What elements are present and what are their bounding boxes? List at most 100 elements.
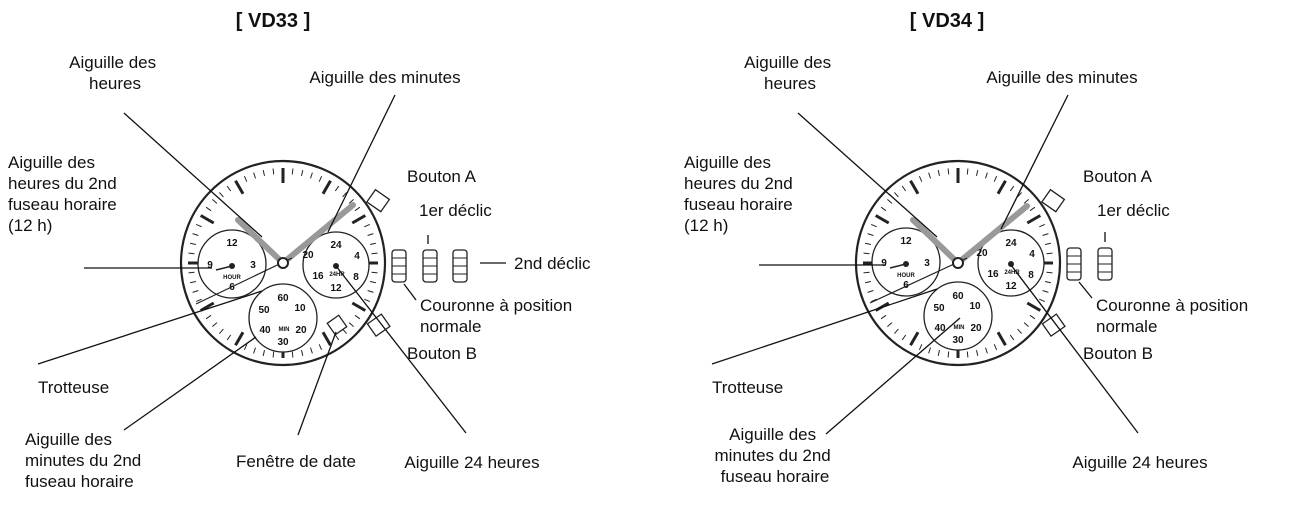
minute-tick [887, 322, 893, 327]
vd33-leader-date [297, 331, 337, 436]
minute-tick [226, 334, 232, 341]
minute-tick [867, 290, 874, 293]
vd34-subdial-24h-4: 4 [1029, 249, 1035, 260]
minute-tick [976, 349, 979, 357]
vd33-subdial-min-30: 30 [277, 337, 289, 348]
minute-tick [219, 328, 224, 334]
vd34-minute-hand [955, 203, 1030, 266]
vd33-title: [ VD33 ] [236, 10, 310, 32]
vd34-subdial-min-10: 10 [969, 301, 981, 312]
vd34-watch: 12 9 3 6 HOUR 24 4 16 8 12 24HR 60 10 50… [854, 159, 1113, 367]
vd33-subdial-24h-label: 24HR [329, 272, 345, 278]
minute-tick [863, 271, 870, 274]
minute-tick [348, 199, 354, 204]
minute-tick [1046, 271, 1053, 274]
vd33-subdial-hour-label: HOUR [223, 275, 241, 281]
vd33-24h-hand-label: Aiguille 24 heures [404, 453, 539, 472]
vd33-minute-ticks [188, 168, 378, 358]
vd33-subdial-min-20: 20 [295, 325, 307, 336]
hour-tick [909, 331, 920, 347]
vd33-date-window [326, 314, 348, 336]
minute-tick [334, 334, 340, 341]
minute-tick [310, 347, 313, 354]
minute-tick [871, 298, 877, 303]
minute-tick [354, 206, 361, 212]
vd33-subdial-hour-6: 6 [229, 282, 235, 293]
vd34-minute-hand-label: Aiguille des minutes [986, 68, 1137, 87]
vd33-watch: 12 9 3 6 HOUR 24 4 16 8 12 24HR 60 10 50… [179, 159, 468, 367]
minute-tick [318, 344, 323, 350]
minute-tick [291, 168, 294, 175]
minute-tick [253, 172, 256, 179]
vd33-second-hand [195, 257, 293, 305]
vd34-crown-normal-label: Couronne à position normale [1096, 296, 1253, 336]
hour-tick [199, 214, 215, 225]
vd33-gmt-hour-hand-label: Aiguille des heures du 2nd fuseau horair… [8, 153, 121, 235]
minute-tick [918, 344, 923, 350]
vd33-gmt-minute-hand-label: Aiguille des minutes du 2nd fuseau horai… [25, 430, 146, 491]
minute-tick [867, 233, 874, 236]
hour-tick [996, 179, 1007, 195]
minute-tick [947, 168, 950, 175]
hour-tick [909, 179, 920, 195]
minute-tick [966, 168, 969, 175]
minute-tick [1044, 242, 1052, 245]
minute-tick [864, 281, 872, 284]
vd33-leader-hour [123, 112, 263, 238]
minute-tick [1039, 298, 1046, 303]
vd34-minute-ticks [863, 168, 1053, 358]
vd34-subdial-hour-3: 3 [924, 258, 930, 269]
vd33-dial-20: 20 [302, 250, 314, 261]
minute-tick [985, 172, 988, 179]
vd34-subdial-24h-pivot [1008, 261, 1014, 267]
minute-tick [188, 271, 195, 274]
vd33-subdial-min-60: 60 [277, 293, 289, 304]
vd34-hour-hand-label: Aiguille des heures [744, 53, 836, 93]
vd34-gmt-hour-hand-label: Aiguille des heures du 2nd fuseau horair… [684, 153, 797, 235]
vd33-leader-second-hand [37, 290, 263, 365]
hour-tick [351, 214, 367, 225]
minute-tick [871, 223, 877, 228]
minute-tick [937, 349, 940, 357]
minute-tick [1029, 206, 1036, 212]
minute-tick [205, 314, 212, 320]
vd34-leader-second-hand [711, 288, 938, 365]
vd33-hour-hand-label: Aiguille des heures [69, 53, 161, 93]
minute-tick [947, 351, 950, 358]
vd33-hour-hand [235, 217, 286, 266]
minute-tick [301, 349, 304, 357]
minute-tick [272, 168, 275, 175]
minute-tick [196, 298, 202, 303]
minute-tick [901, 334, 907, 341]
minute-tick [212, 322, 218, 327]
minute-tick [364, 298, 370, 303]
vd33-subdial-min [248, 283, 318, 353]
vd34-leader-24h [1010, 264, 1139, 434]
minute-tick [354, 314, 361, 320]
vd34-subdial-min-50: 50 [933, 303, 945, 314]
vd33-first-click-label: 1er déclic [419, 201, 492, 220]
vd33-crown-normal-label: Couronne à position normale [420, 296, 577, 336]
vd34-subdial-min-label: MIN [954, 325, 965, 331]
minute-tick [367, 290, 374, 293]
minute-tick [901, 185, 907, 192]
vd33-subdial-min-10: 10 [294, 303, 306, 314]
vd34-second-hand [869, 257, 968, 304]
vd34-subdial-min [923, 281, 993, 351]
hour-tick [996, 331, 1007, 347]
vd34-leader-hour [797, 112, 938, 238]
minute-tick [192, 290, 199, 293]
minute-tick [192, 233, 199, 236]
vd33-second-hand-label: Trotteuse [38, 378, 109, 397]
vd33-subdial-min-label: MIN [279, 327, 290, 333]
vd34-subdial-min-40: 40 [934, 323, 946, 334]
vd34-subdial-24h-16: 16 [987, 269, 999, 280]
vd33-subdial-24h-8: 8 [353, 272, 359, 283]
vd34-hour-hand [910, 217, 961, 266]
vd34-button-b [1041, 313, 1066, 338]
vd34-first-click-label: 1er déclic [1097, 201, 1170, 220]
minute-tick [188, 252, 195, 255]
minute-tick [1023, 199, 1029, 204]
vd34-center-pivot [952, 257, 964, 269]
